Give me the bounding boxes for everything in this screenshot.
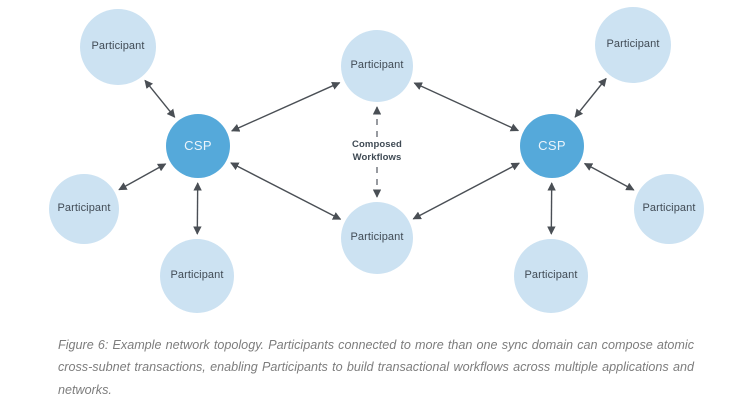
edge-label-line-1: Composed [352,139,402,150]
node-label: Participant [642,202,696,215]
edge-csp-right-to-p-mid-right [583,162,635,191]
node-p-bottom-left: Participant [160,239,234,313]
node-p-top-right: Participant [595,7,671,83]
node-p-top-left: Participant [80,9,156,85]
node-label: CSP [184,138,212,154]
node-p-mid-right: Participant [634,174,704,244]
node-label: Participant [91,40,145,53]
edge-csp-left-to-p-bottom-center [230,162,342,220]
node-label: Participant [350,231,404,244]
node-csp-right: CSP [520,114,584,178]
edge-csp-left-to-p-mid-left [118,163,167,191]
node-label: Participant [170,269,224,282]
edge-csp-right-to-p-top-right [574,77,607,118]
node-p-top-center: Participant [341,30,413,102]
edge-label-composed-workflows: Composed Workflows [337,138,417,166]
node-label: Participant [606,38,660,51]
figure-caption: Figure 6: Example network topology. Part… [58,338,694,397]
node-label: Participant [57,202,111,215]
node-label: CSP [538,138,566,154]
node-p-mid-left: Participant [49,174,119,244]
edge-label-line-2: Workflows [352,151,402,163]
edge-csp-left-to-p-top-left [144,79,176,118]
node-label: Participant [350,59,404,72]
edge-csp-right-to-p-bottom-center [412,162,520,220]
node-p-bottom-right: Participant [514,239,588,313]
node-label: Participant [524,269,578,282]
edge-layer [118,77,635,235]
edge-csp-left-to-p-top-center [231,81,341,132]
edge-csp-right-to-p-top-center [413,82,520,132]
node-csp-left: CSP [166,114,230,178]
node-p-bottom-center: Participant [341,202,413,274]
